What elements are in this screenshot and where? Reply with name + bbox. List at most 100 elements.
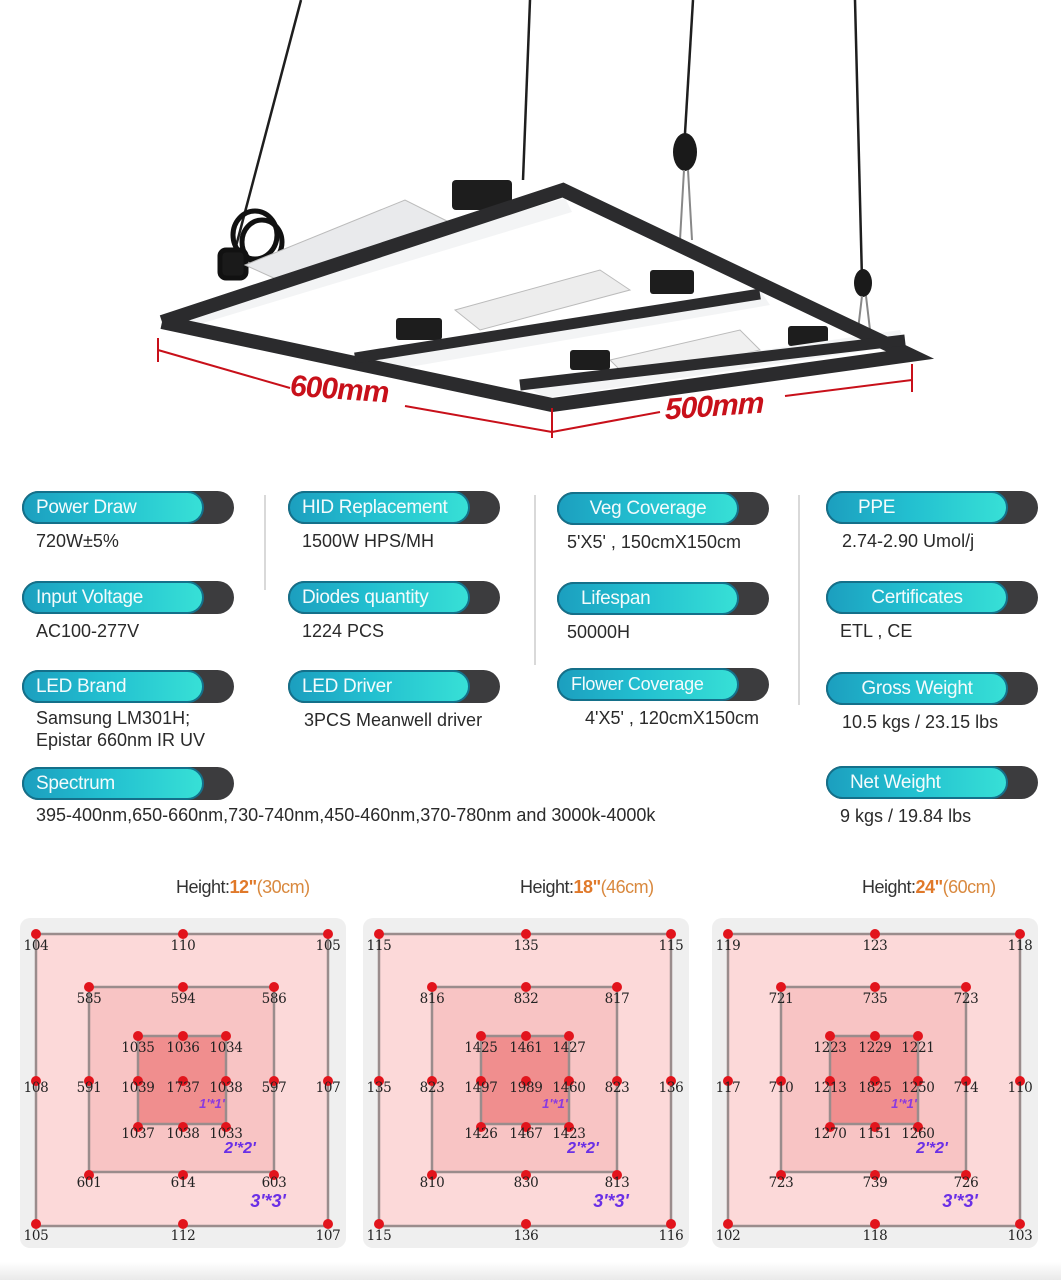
spec-label-pill: Input Voltage	[22, 581, 234, 614]
spec-label-pill: Certificates	[826, 581, 1038, 614]
spec-value: 3PCS Meanwell driver	[304, 710, 483, 730]
spec-label: LED Brand	[22, 670, 204, 703]
spec-value: 9 kgs / 19.84 lbs	[840, 806, 972, 826]
ppfd-value: 585	[76, 991, 102, 1007]
hanging-ropes-icon	[233, 0, 864, 281]
spec-value: AC100-277V	[36, 621, 140, 641]
ppfd-value: 1035	[121, 1040, 155, 1056]
spec-value: 1500W HPS/MH	[302, 531, 435, 551]
ppfd-value: 1036	[166, 1040, 200, 1056]
ppfd-value: 112	[170, 1228, 196, 1244]
ppfd-map-12in: 104 110 105 585 594 586 1035 1036 1034 1…	[20, 918, 346, 1248]
ppfd-value: 1497	[464, 1080, 498, 1096]
zone-label-3x3: 3'*3'	[593, 1191, 629, 1211]
ppfd-value: 586	[261, 991, 287, 1007]
spec-net-weight: Net Weight 9 kgs / 19.84 lbs	[826, 766, 1038, 827]
ppfd-value: 117	[715, 1080, 741, 1096]
ppfd-value: 597	[261, 1080, 287, 1096]
zone-label-1x1: 1'*1'	[542, 1096, 568, 1111]
ppfd-value: 103	[1007, 1228, 1033, 1244]
zone-label-2x2: 2'*2'	[567, 1140, 599, 1157]
spec-label-pill: Spectrum	[22, 767, 234, 800]
spec-label: Spectrum	[22, 767, 204, 800]
zone-label-2x2: 2'*2'	[916, 1140, 948, 1157]
ppfd-value: 591	[76, 1080, 102, 1096]
ppfd-value: 1989	[509, 1080, 543, 1096]
ppfd-values: 115 135 115 816 832 817 1425 1461 1427 1…	[363, 918, 689, 1248]
ppfd-value: 110	[1007, 1080, 1033, 1096]
ppfd-value: 735	[862, 991, 888, 1007]
height-inches: 24"	[915, 877, 944, 897]
height-cm: (46cm)	[600, 877, 655, 897]
spec-value: 5'X5' , 150cmX150cm	[567, 532, 741, 552]
spec-value: 4'X5' , 120cmX150cm	[585, 708, 759, 728]
spec-label: Diodes quantity	[288, 581, 470, 614]
ppfd-value: 823	[419, 1080, 445, 1096]
ppfd-value: 107	[315, 1080, 341, 1096]
bottom-edge-shadow	[0, 1262, 1061, 1280]
height-inches: 12"	[229, 877, 258, 897]
ppfd-value: 110	[170, 938, 196, 954]
ppfd-value: 594	[170, 991, 196, 1007]
ppfd-value: 816	[419, 991, 445, 1007]
ppfd-value: 1038	[166, 1126, 200, 1142]
ppfd-map-title-24in: Height:24"(60cm)	[862, 877, 996, 898]
ppfd-value: 726	[953, 1175, 979, 1191]
spec-label-pill: Lifespan	[557, 582, 769, 615]
width-dimension-label: 500mm	[665, 386, 764, 427]
spec-label: LED Driver	[288, 670, 470, 703]
spec-value: 720W±5%	[36, 531, 119, 551]
ppfd-value: 1229	[858, 1040, 892, 1056]
ppfd-value: 1426	[464, 1126, 498, 1142]
spec-gross-weight: Gross Weight 10.5 kgs / 23.15 lbs	[826, 672, 1038, 733]
height-inches: 18"	[573, 877, 602, 897]
ppfd-value: 115	[366, 1228, 392, 1244]
spec-value: 395-400nm,650-660nm,730-740nm,450-460nm,…	[36, 805, 656, 825]
ppfd-value: 601	[76, 1175, 102, 1191]
spec-label-pill: Net Weight	[826, 766, 1038, 799]
zone-label-3x3: 3'*3'	[942, 1191, 978, 1211]
spec-label-pill: Gross Weight	[826, 672, 1038, 705]
product-image: 600mm 500mm	[0, 0, 1061, 460]
height-prefix: Height:	[862, 877, 916, 897]
spec-label: Net Weight	[826, 766, 1008, 799]
spec-label-pill: Power Draw	[22, 491, 234, 524]
measure-point-dots	[374, 929, 676, 1229]
ppfd-value: 714	[953, 1080, 979, 1096]
spec-label-pill: Diodes quantity	[288, 581, 500, 614]
height-prefix: Height:	[176, 877, 230, 897]
ppfd-map-24in: 119 123 118 721 735 723 1223 1229 1221 1…	[712, 918, 1038, 1248]
spec-led-brand: LED Brand Samsung LM301H; Epistar 660nm …	[22, 670, 234, 751]
measure-point-dots	[723, 929, 1025, 1229]
grow-light-illustration	[157, 0, 935, 438]
ppfd-map-title-18in: Height:18"(46cm)	[520, 877, 654, 898]
spec-veg-coverage: Veg Coverage 5'X5' , 150cmX150cm	[557, 492, 769, 553]
ppfd-value: 830	[513, 1175, 539, 1191]
ppfd-value: 723	[768, 1175, 794, 1191]
frame-outline	[159, 182, 935, 413]
spec-value-line1: Samsung LM301H;	[36, 708, 191, 728]
spec-lifespan: Lifespan 50000H	[557, 582, 769, 643]
ppfd-value: 116	[658, 1228, 684, 1244]
ppfd-value: 1427	[552, 1040, 586, 1056]
ppfd-value: 1034	[209, 1040, 243, 1056]
ppfd-value: 723	[953, 991, 979, 1007]
ppfd-value: 135	[366, 1080, 392, 1096]
ppfd-value: 1250	[901, 1080, 935, 1096]
ppfd-value: 119	[715, 938, 741, 954]
ppfd-values: 119 123 118 721 735 723 1223 1229 1221 1…	[712, 918, 1038, 1248]
ppfd-value: 1223	[813, 1040, 847, 1056]
ppfd-value: 136	[658, 1080, 684, 1096]
zone-label-2x2: 2'*2'	[224, 1140, 256, 1157]
column-divider	[534, 495, 536, 665]
ppfd-value: 603	[261, 1175, 287, 1191]
spec-label: Certificates	[826, 581, 1008, 614]
ppfd-value: 123	[862, 938, 888, 954]
frame-crossbars	[354, 288, 906, 391]
ppfd-value: 817	[604, 991, 630, 1007]
spec-label: Flower Coverage	[557, 668, 739, 701]
ppfd-value: 1038	[209, 1080, 243, 1096]
spec-led-driver: LED Driver 3PCS Meanwell driver	[288, 670, 500, 731]
spec-label-pill: HID Replacement	[288, 491, 500, 524]
ppfd-value: 1037	[121, 1126, 155, 1142]
